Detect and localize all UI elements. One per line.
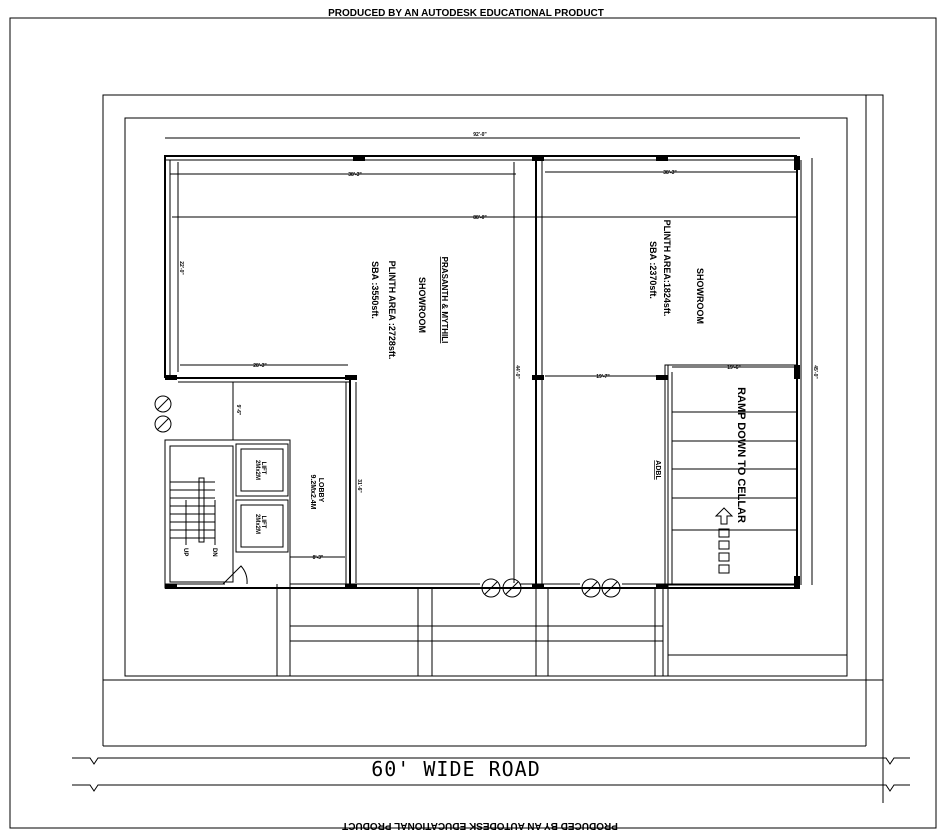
- ramp-arrow-icon: [714, 507, 734, 525]
- dim-lobby-depth: 31'-6": [356, 479, 362, 493]
- dim-mid-span: 19'-7": [596, 374, 610, 380]
- lobby-name: LOBBY: [317, 478, 324, 503]
- door-swing-icon: [222, 565, 248, 585]
- site-boundary: [102, 94, 884, 803]
- lift-2-name: LIFT: [260, 516, 266, 529]
- dim-stair-width: 8'-3": [313, 555, 324, 561]
- adbl-label: ADBL: [654, 460, 661, 480]
- dim-right-bay: 38'-3": [663, 170, 677, 176]
- dim-overall-width: 92'-0": [473, 132, 487, 138]
- columns: [165, 156, 800, 589]
- lobby-size: 9.2Mx2.4M: [309, 474, 316, 509]
- core-block: UP DN LIFT 2Mx2M LIFT 2Mx2M LOBBY 9.2Mx2…: [164, 439, 324, 589]
- stair-dn: DN: [211, 548, 217, 557]
- meter-icon: [154, 395, 172, 413]
- owner-name: PRASANTH & MYTHILI: [440, 257, 449, 344]
- dim-left-lower: 28'-3": [253, 363, 267, 369]
- meter-icon: [581, 578, 601, 598]
- meter-icon: [601, 578, 621, 598]
- dim-inner-width: 88'-0": [473, 215, 487, 221]
- dim-lobby-width: 9'-6": [235, 405, 241, 416]
- meter-icon: [154, 415, 172, 433]
- right-sba: SBA :2370sft.: [648, 241, 658, 299]
- dim-left-bay: 38'-3": [348, 172, 362, 178]
- dim-mid-depth: 44'-0": [514, 365, 520, 379]
- meter-symbols: [154, 395, 621, 598]
- road: 60' WIDE ROAD: [72, 745, 910, 792]
- watermark-bottom: PRODUCED BY AN AUTODESK EDUCATIONAL PROD…: [342, 820, 618, 831]
- left-showroom-label: PRASANTH & MYTHILI SHOWROOM PLINTH AREA …: [370, 257, 449, 360]
- lift-1-size: 2Mx2M: [254, 460, 260, 480]
- lift-1-name: LIFT: [260, 462, 266, 475]
- dim-right-depth: 45'-0": [812, 365, 818, 379]
- ramp-label: RAMP DOWN TO CELLAR: [735, 387, 747, 523]
- right-plinth-area: PLINTH AREA:1824sft.: [662, 220, 672, 317]
- ramp: RAMP DOWN TO CELLAR ADBL: [654, 387, 797, 574]
- sheet-border: [9, 17, 937, 829]
- meter-icon: [481, 578, 501, 598]
- left-showroom-name: SHOWROOM: [417, 277, 427, 333]
- dim-ramp-span: 19'-6": [727, 365, 741, 371]
- watermark-top: PRODUCED BY AN AUTODESK EDUCATIONAL PROD…: [328, 8, 604, 19]
- meter-icon: [502, 578, 522, 598]
- left-plinth-area: PLINTH AREA :2728sft.: [387, 261, 397, 360]
- lift-2-size: 2Mx2M: [254, 514, 260, 534]
- road-label: 60' WIDE ROAD: [371, 757, 541, 781]
- stair-up: UP: [182, 548, 188, 556]
- right-showroom-name: SHOWROOM: [695, 268, 705, 324]
- dimension-lines: 92'-0" 38'-3" 38'-3" 88'-0" 22'-0" 28'-3…: [165, 132, 818, 585]
- left-sba: SBA :3550sft.: [370, 261, 380, 319]
- right-showroom-label: SHOWROOM PLINTH AREA:1824sft. SBA :2370s…: [648, 220, 705, 324]
- dim-left-depth: 22'-0": [178, 261, 184, 275]
- entrance-steps: [165, 584, 668, 677]
